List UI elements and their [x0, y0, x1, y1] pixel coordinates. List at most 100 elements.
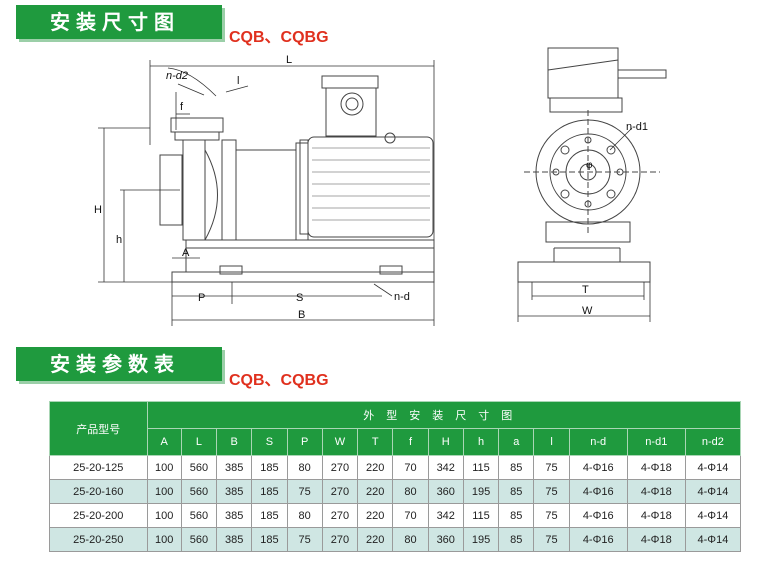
- pump-body: [182, 139, 206, 241]
- value-cell: 75: [533, 479, 570, 504]
- bracket: [235, 149, 297, 241]
- value-cell: 4-Φ18: [626, 455, 686, 480]
- column-header: A: [146, 428, 182, 456]
- value-cell: 80: [286, 503, 323, 528]
- model-column-header: 产品型号: [49, 401, 148, 456]
- value-cell: 115: [462, 503, 500, 528]
- value-cell: 4-Φ18: [626, 479, 686, 504]
- dim-label-P: P: [198, 292, 205, 304]
- dim-label-f: f: [180, 101, 184, 113]
- column-header: f: [392, 428, 429, 456]
- dimension-group-header: 外型安装尺寸图: [146, 401, 742, 429]
- value-cell: 4-Φ14: [684, 503, 742, 528]
- value-cell: 70: [392, 455, 429, 480]
- column-header: B: [216, 428, 253, 456]
- value-cell: 560: [180, 503, 218, 528]
- section-subtitle-models: CQB、CQBG: [229, 29, 329, 46]
- column-header: a: [498, 428, 535, 456]
- value-cell: 560: [180, 527, 218, 552]
- value-cell: 270: [321, 479, 359, 504]
- installation-dimension-drawing: L n-d2 l f H h A P S n-d B n-d1 φ T W: [94, 47, 667, 326]
- dim-label-T: T: [582, 284, 589, 296]
- value-cell: 270: [321, 503, 359, 528]
- value-cell: 360: [427, 527, 464, 552]
- value-cell: 560: [180, 479, 218, 504]
- model-cell: 25-20-200: [49, 503, 148, 528]
- value-cell: 85: [498, 503, 535, 528]
- column-header: l: [533, 428, 570, 456]
- column-header: W: [321, 428, 359, 456]
- value-cell: 75: [533, 455, 570, 480]
- model-cell: 25-20-125: [49, 455, 148, 480]
- column-header: L: [180, 428, 218, 456]
- dimension-group-label: 外型安装尺寸图: [363, 410, 525, 422]
- value-cell: 185: [251, 455, 288, 480]
- value-cell: 385: [216, 455, 253, 480]
- value-cell: 185: [251, 479, 288, 504]
- value-cell: 4-Φ16: [568, 503, 628, 528]
- value-cell: 270: [321, 455, 359, 480]
- value-cell: 80: [392, 527, 429, 552]
- value-cell: 115: [462, 455, 500, 480]
- value-cell: 342: [427, 455, 464, 480]
- column-header: T: [357, 428, 394, 456]
- dim-label-nd1: n-d1: [626, 121, 648, 133]
- dim-label-A: A: [182, 247, 190, 259]
- value-cell: 4-Φ16: [568, 455, 628, 480]
- value-cell: 75: [286, 527, 323, 552]
- dim-label-nd2: n-d2: [166, 70, 188, 82]
- motor-body: [307, 136, 434, 238]
- column-header: H: [427, 428, 464, 456]
- value-cell: 220: [357, 479, 394, 504]
- section-title-dimension-drawing: 安装尺寸图: [16, 5, 222, 39]
- value-cell: 85: [498, 527, 535, 552]
- value-cell: 4-Φ14: [684, 479, 742, 504]
- value-cell: 220: [357, 527, 394, 552]
- dim-label-L: L: [286, 54, 292, 66]
- model-cell: 25-20-250: [49, 527, 148, 552]
- value-cell: 100: [146, 527, 182, 552]
- value-cell: 560: [180, 455, 218, 480]
- dim-label-phi: φ: [586, 160, 593, 171]
- column-header: n-d1: [626, 428, 686, 456]
- value-cell: 385: [216, 527, 253, 552]
- value-cell: 4-Φ16: [568, 527, 628, 552]
- pump-top-flange: [170, 117, 224, 133]
- value-cell: 80: [392, 479, 429, 504]
- column-header: P: [286, 428, 323, 456]
- value-cell: 220: [357, 503, 394, 528]
- value-cell: 70: [392, 503, 429, 528]
- value-cell: 100: [146, 479, 182, 504]
- value-cell: 385: [216, 479, 253, 504]
- column-header: S: [251, 428, 288, 456]
- value-cell: 360: [427, 479, 464, 504]
- dim-label-h: h: [116, 234, 122, 246]
- value-cell: 185: [251, 527, 288, 552]
- terminal-box-lid: [321, 75, 379, 89]
- value-cell: 4-Φ14: [684, 527, 742, 552]
- value-cell: 80: [286, 455, 323, 480]
- value-cell: 220: [357, 455, 394, 480]
- column-header: n-d2: [684, 428, 742, 456]
- value-cell: 4-Φ18: [626, 503, 686, 528]
- front-base-plate: [517, 261, 651, 283]
- base-plate: [185, 239, 435, 273]
- dim-label-H: H: [94, 204, 102, 216]
- value-cell: 85: [498, 455, 535, 480]
- value-cell: 75: [533, 503, 570, 528]
- section-title-parameter-table: 安装参数表: [16, 347, 222, 381]
- value-cell: 185: [251, 503, 288, 528]
- terminal-box: [325, 87, 377, 137]
- dim-label-S: S: [296, 292, 303, 304]
- front-terminal-box: [547, 47, 619, 99]
- value-cell: 270: [321, 527, 359, 552]
- value-cell: 75: [533, 527, 570, 552]
- column-header: h: [462, 428, 500, 456]
- value-cell: 75: [286, 479, 323, 504]
- value-cell: 85: [498, 479, 535, 504]
- value-cell: 100: [146, 455, 182, 480]
